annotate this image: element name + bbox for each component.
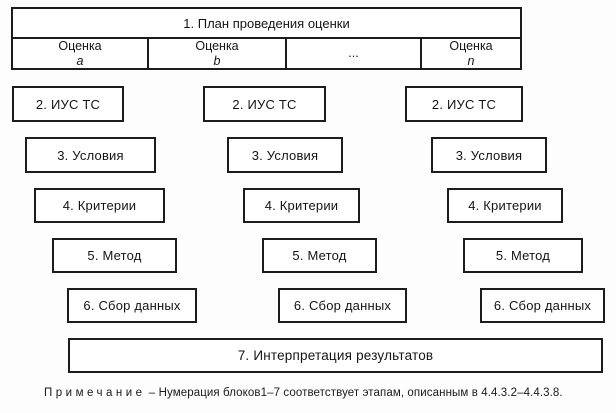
plan-cell-label: Оценка: [449, 39, 493, 54]
step-box-usloviya-col1: 3. Условия: [25, 137, 156, 173]
evaluation-plan-columns: Оценка a Оценка b ... Оценка n: [13, 39, 520, 68]
plan-cell-evaluation-n: Оценка n: [420, 39, 520, 68]
interpretation-box: 7. Интерпретация результатов: [68, 338, 603, 373]
plan-cell-index: n: [467, 53, 475, 68]
step-box-sbor-dannykh-col2: 6. Сбор данных: [278, 288, 407, 323]
plan-cell-evaluation-b: Оценка b: [147, 39, 285, 68]
plan-cell-label: Оценка: [195, 39, 239, 54]
step-box-sbor-dannykh-col3: 6. Сбор данных: [480, 288, 605, 323]
step-box-kriterii-col3: 4. Критерии: [447, 188, 563, 223]
plan-cell-index: b: [213, 53, 221, 68]
step-box-metod-col3: 5. Метод: [463, 238, 583, 273]
step-box-sbor-dannykh-col1: 6. Сбор данных: [67, 288, 197, 323]
plan-cell-evaluation-a: Оценка a: [13, 39, 147, 68]
footnote: Примечание – Нумерация блоков1–7 соответ…: [44, 387, 604, 399]
footnote-text: – Нумерация блоков1–7 соответствует этап…: [148, 387, 563, 399]
footnote-label: Примечание: [44, 387, 146, 399]
plan-cell-label: Оценка: [58, 39, 102, 54]
ellipsis-label: ...: [348, 46, 359, 61]
step-box-usloviya-col3: 3. Условия: [431, 137, 547, 173]
step-box-kriterii-col2: 4. Критерии: [243, 188, 360, 223]
evaluation-plan-title: 1. План проведения оценки: [13, 9, 520, 39]
step-box-ius-ts-col3: 2. ИУС ТС: [405, 86, 523, 122]
step-box-kriterii-col1: 4. Критерии: [34, 188, 165, 223]
plan-cell-ellipsis: ...: [285, 39, 420, 68]
plan-cell-index: a: [76, 53, 84, 68]
evaluation-plan-box: 1. План проведения оценки Оценка a Оценк…: [11, 7, 522, 70]
step-box-ius-ts-col2: 2. ИУС ТС: [203, 86, 326, 122]
step-box-metod-col2: 5. Метод: [262, 238, 377, 273]
step-box-metod-col1: 5. Метод: [52, 238, 177, 273]
step-box-usloviya-col2: 3. Условия: [227, 137, 343, 173]
step-box-ius-ts-col1: 2. ИУС ТС: [12, 86, 124, 122]
